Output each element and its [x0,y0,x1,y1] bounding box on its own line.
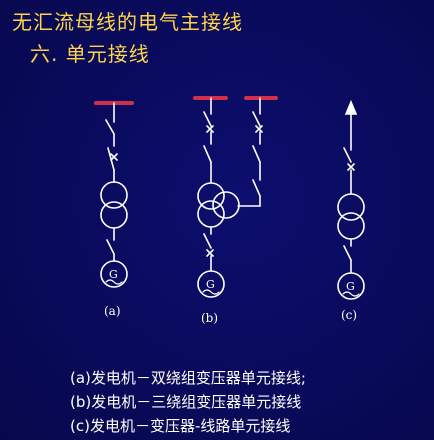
legend-item-b: (b)发电机－三绕组变压器单元接线 [70,393,302,411]
transformer-winding-b3 [212,191,240,219]
generator-label: G [109,268,118,281]
generator-c [337,272,365,300]
breaker-cross-c [347,163,355,171]
disconnector-b6 [203,233,212,249]
section-subtitle: 六. 单元接线 [30,42,150,66]
diagram-b: G (b) [193,96,278,325]
generator-label: G [206,278,215,291]
transformer-winding-c2 [337,212,365,240]
breaker-cross-a [110,153,118,161]
generator-label: G [346,280,355,293]
disconnector-b4 [252,145,261,163]
disconnector-b3 [252,111,261,127]
disconnector-a2 [106,239,115,255]
page-title: 无汇流母线的电气主接线 [12,10,243,34]
diagram-c: G (c) [337,99,365,322]
transformer-winding-b2 [197,200,225,228]
legend-item-c: (c)发电机－变压器-线路单元接线 [70,417,291,435]
disconnector-b1 [203,111,212,127]
generator-wave-c [342,291,360,297]
disconnector-b5 [252,179,261,197]
panel-label-a: (a) [104,304,121,318]
transformer-winding-c1 [337,193,365,221]
transformer-winding-a2 [100,201,128,229]
generator-wave-a [105,279,123,285]
transformer-winding-b1 [197,182,225,210]
panel-label-c: (c) [341,308,357,322]
disconnector-b2 [203,145,212,163]
legend-item-a: (a)发电机－双绕组变压器单元接线; [70,369,306,387]
diagram-a: G (a) [94,101,134,318]
breaker-cross-b3 [206,249,214,257]
generator-b [197,270,225,298]
generator-wave-b [202,289,220,295]
panel-label-b: (b) [201,311,218,325]
disconnector-a1 [105,119,115,135]
arrow-up-icon [344,99,358,115]
generator-a [100,260,128,288]
transformer-winding-a1 [100,181,128,209]
disconnector-c1 [343,147,352,163]
breaker-cross-b1 [206,125,214,133]
breaker-cross-b2 [255,125,263,133]
disconnector-c2 [343,245,352,261]
legend: (a)发电机－双绕组变压器单元接线; (b)发电机－三绕组变压器单元接线 (c)… [70,366,306,438]
